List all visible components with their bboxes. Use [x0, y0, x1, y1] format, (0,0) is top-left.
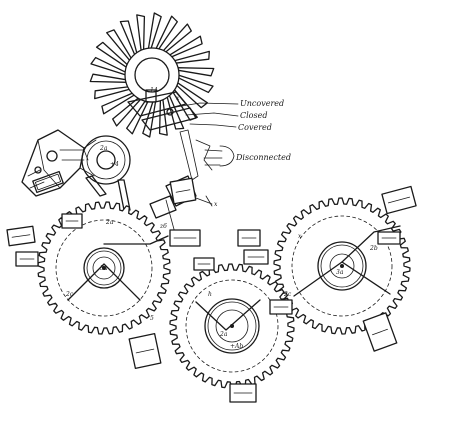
left-gear — [37, 201, 171, 335]
svg-text:2c: 2c — [283, 291, 292, 298]
svg-text:3a: 3a — [336, 269, 344, 276]
upper-linkage: x 1A — [127, 87, 213, 181]
flag-plate-mark — [11, 234, 31, 238]
flag-plate-mark — [175, 189, 191, 193]
flag-plate-mark — [387, 196, 411, 204]
bottom-gear-axle — [215, 309, 249, 343]
right-gear — [273, 197, 411, 335]
label-disconnected: Disconnected — [235, 153, 291, 162]
svg-text:2a: 2a — [99, 145, 108, 152]
label-covered: Covered — [238, 123, 272, 132]
left-gear-details: 3a z6 2c 5 2a — [65, 219, 169, 322]
left-gear-center — [102, 266, 106, 270]
star-wheel-hub-inner — [134, 57, 170, 93]
left-bracket — [21, 129, 97, 197]
right-gear-pitch-circle — [291, 215, 393, 317]
svg-text:2a: 2a — [219, 331, 228, 338]
star-wheel-blade — [136, 14, 146, 52]
right-gear-hub-ring — [320, 244, 364, 288]
svg-text:x: x — [214, 201, 218, 208]
star-wheel-blade — [89, 73, 128, 83]
state-labels: Uncovered Closed Covered Disconnected — [169, 99, 291, 167]
bottom-gear-hub-ring — [207, 301, 257, 351]
right-gear-center — [340, 264, 344, 268]
bottom-gear-hub — [204, 298, 260, 354]
svg-text:+4: +4 — [110, 161, 119, 168]
svg-text:x: x — [176, 95, 180, 102]
svg-text:z6: z6 — [159, 223, 167, 230]
flag-plates — [6, 177, 417, 403]
left-gear-hub-ring — [86, 250, 122, 286]
svg-text:5: 5 — [150, 315, 154, 322]
svg-text:+Ab: +Ab — [230, 343, 243, 350]
bottom-gear — [169, 263, 295, 389]
bottom-gear-pitch-circle — [185, 279, 279, 373]
gear-train — [37, 197, 411, 389]
flag-plate-mark — [135, 348, 155, 354]
svg-text:h: h — [208, 291, 212, 298]
left-gear-axle — [92, 256, 116, 280]
left-gear-hub — [83, 247, 125, 289]
svg-text:3a: 3a — [100, 265, 108, 272]
star-wheel-blade — [158, 98, 168, 136]
flag-plate-mark — [372, 328, 388, 336]
left-gear-pitch-circle — [55, 219, 153, 317]
star-wheel-blade — [176, 67, 215, 77]
label-closed: Closed — [240, 111, 267, 120]
right-gear-axle — [329, 253, 355, 279]
svg-text:2c: 2c — [65, 291, 74, 298]
svg-text:x: x — [298, 233, 302, 240]
label-uncovered: Uncovered — [240, 99, 284, 108]
svg-text:2b: 2b — [369, 245, 378, 252]
svg-text:2a: 2a — [105, 219, 114, 226]
right-gear-hub — [317, 241, 367, 291]
right-gear-details: 3a 2b 2c x — [283, 225, 401, 298]
svg-text:1A: 1A — [150, 87, 159, 94]
